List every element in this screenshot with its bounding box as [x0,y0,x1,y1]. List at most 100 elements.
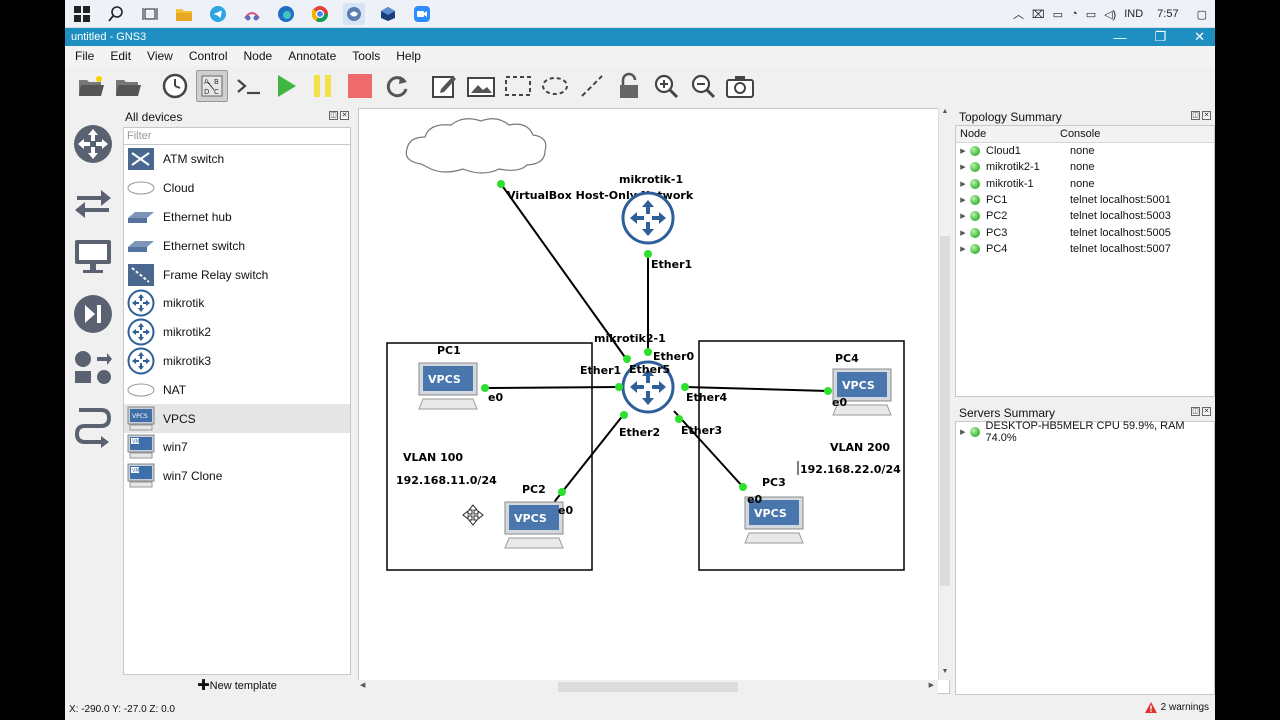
clock[interactable]: 7:57 [1157,8,1179,20]
device-filter-input[interactable]: Filter [123,127,351,145]
snipping-icon[interactable] [241,3,263,25]
close-button[interactable]: ✕ [1194,29,1205,44]
pc2-node[interactable]: PC2 VPCS e0 [504,483,573,549]
expand-arrow-icon[interactable]: ▶ [960,429,966,437]
float-panel-button[interactable]: ◫ [1191,111,1200,120]
zoom-out-button[interactable] [687,70,719,102]
draw-rectangle-button[interactable] [502,70,534,102]
menu-node[interactable]: Node [243,49,273,63]
vlan-200-label[interactable]: VLAN 200 [830,441,890,454]
open-project-button[interactable] [112,70,144,102]
server-row[interactable]: ▶DESKTOP-HB5MELR CPU 59.9%, RAM 74.0% [956,420,1214,444]
snapshot-clock-button[interactable] [159,70,191,102]
search-icon[interactable] [105,3,127,25]
link-pc2-mikrotik2[interactable] [554,413,625,502]
chevron-up-icon[interactable]: ︿ [1012,9,1024,21]
mikrotik2-1-node[interactable]: mikrotik2-1 Ether0 Ether1 Ether5 Ether4 … [580,332,727,439]
edge-icon[interactable] [275,3,297,25]
screenshot-button[interactable] [724,70,756,102]
expand-arrow-icon[interactable]: ▶ [960,213,966,221]
expand-arrow-icon[interactable]: ▶ [960,229,966,237]
link-pc1-mikrotik2[interactable] [484,386,620,389]
float-panel-button[interactable]: ◫ [329,111,338,120]
restore-button[interactable]: ❐ [1154,29,1167,44]
browse-end-devices-button[interactable] [71,234,115,278]
telegram-icon[interactable] [207,3,229,25]
reload-all-button[interactable] [381,70,413,102]
menu-view[interactable]: View [147,49,173,63]
new-template-button[interactable]: ✚New template [121,676,353,694]
close-panel-button[interactable]: ✕ [1202,407,1211,416]
pc3-node[interactable]: PC3 VPCS e0 [744,476,804,544]
vlan-200-box[interactable] [698,340,905,571]
device-item-cloud[interactable]: Cloud [124,174,350,203]
add-link-button[interactable] [71,404,115,448]
task-view-icon[interactable] [139,3,161,25]
new-project-button[interactable] [75,70,107,102]
keyboard-icon[interactable]: ▭ [1052,8,1064,21]
virtualbox-icon[interactable] [377,3,399,25]
warnings-indicator[interactable]: 2 warnings [1144,702,1209,713]
link-pc4-mikrotik2[interactable] [684,386,829,392]
browse-routers-button[interactable] [71,122,115,166]
topology-canvas[interactable]: VirtualBox Host-Only Network mikrotik-1 … [358,108,950,694]
canvas-horizontal-scrollbar[interactable]: ◀ ▶ [358,680,938,694]
expand-arrow-icon[interactable]: ▶ [960,197,966,205]
draw-line-button[interactable] [576,70,608,102]
close-panel-button[interactable]: ✕ [1202,111,1211,120]
language-indicator[interactable]: IND [1124,8,1144,20]
vlan-200-subnet[interactable]: 192.168.22.0/24 [800,463,901,476]
link-cloud-mikrotik2[interactable] [500,183,628,361]
device-item-atm-switch[interactable]: ATM switch [124,145,350,174]
start-icon[interactable] [71,3,93,25]
device-item-ethernet-hub[interactable]: Ethernet hub [124,203,350,232]
menu-file[interactable]: File [75,49,95,63]
column-header-console[interactable]: Console [1060,128,1101,140]
device-item-ethernet-switch[interactable]: Ethernet switch [124,231,350,260]
mikrotik-1-node[interactable]: mikrotik-1 Ether1 [619,173,692,271]
canvas-vertical-scrollbar[interactable]: ▲ ▼ [938,108,950,680]
expand-arrow-icon[interactable]: ▶ [960,164,966,172]
volume-icon[interactable]: ◁) [1104,8,1117,21]
gns3-icon[interactable] [343,2,365,25]
device-item-mikrotik3[interactable]: mikrotik3 [124,347,350,376]
start-all-button[interactable] [270,70,302,102]
file-explorer-icon[interactable] [173,3,195,25]
vlan-100-box[interactable] [386,342,593,571]
security-icon[interactable]: ⌧ [1031,8,1045,21]
browse-switches-button[interactable] [71,180,115,224]
link-pc3-mikrotik2[interactable] [673,410,744,488]
notification-icon[interactable]: ▢ [1196,8,1207,21]
vlan-100-subnet[interactable]: 192.168.11.0/24 [396,474,497,487]
menu-control[interactable]: Control [188,49,228,63]
menu-annotate[interactable]: Annotate [288,49,337,63]
suspend-all-button[interactable] [307,70,339,102]
wifi-icon[interactable]: ◔ [1071,8,1078,20]
minimize-button[interactable]: — [1113,29,1127,45]
device-item-nat[interactable]: NAT [124,375,350,404]
float-panel-button[interactable]: ◫ [1191,407,1200,416]
menu-edit[interactable]: Edit [110,49,132,63]
browse-all-devices-button[interactable] [71,346,115,390]
menu-help[interactable]: Help [396,49,421,63]
device-item-mikrotik[interactable]: mikrotik [124,289,350,318]
zoom-in-button[interactable] [650,70,682,102]
chrome-icon[interactable] [309,3,331,25]
device-item-win7[interactable]: VM win7 [124,433,350,462]
battery-icon[interactable]: ▭ [1085,8,1097,21]
pc4-node[interactable]: PC4 VPCS e0 [832,352,892,416]
device-item-vpcs[interactable]: VPCS VPCS [124,404,350,433]
draw-ellipse-button[interactable] [539,70,571,102]
insert-picture-button[interactable] [465,70,497,102]
expand-arrow-icon[interactable]: ▶ [960,245,966,253]
pc1-node[interactable]: PC1 VPCS e0 [418,344,503,410]
cloud-node[interactable]: VirtualBox Host-Only Network [405,118,694,202]
lock-items-button[interactable] [613,70,645,102]
expand-arrow-icon[interactable]: ▶ [960,180,966,188]
